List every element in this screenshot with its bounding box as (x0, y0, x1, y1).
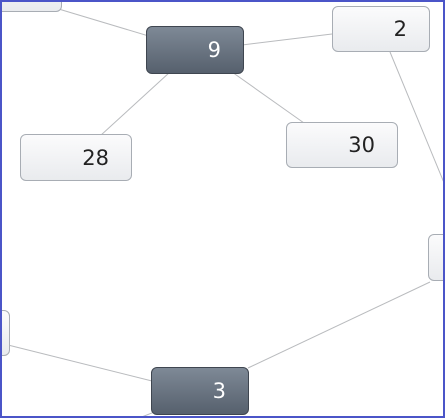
edge-9-30 (231, 71, 305, 124)
edge-9-2 (241, 33, 333, 46)
node-label: 30 (348, 133, 375, 157)
diagram-node-2[interactable]: 2 (332, 6, 430, 52)
diagram-node-right-edge[interactable] (428, 234, 443, 281)
diagram-node-top-left[interactable] (2, 2, 62, 12)
edge-right-3 (247, 281, 431, 369)
node-label: 2 (393, 17, 407, 41)
edge-9-28 (99, 71, 171, 137)
diagram-node-30[interactable]: 30 (286, 122, 398, 168)
edge-left-3 (7, 344, 153, 382)
node-label: 3 (212, 379, 226, 403)
diagram-node-9[interactable]: 9 (146, 26, 244, 74)
node-label: 28 (82, 145, 109, 170)
diagram-node-28[interactable]: 28 (20, 134, 132, 181)
edge-2-right (389, 51, 443, 182)
diagram-node-3[interactable]: 3 (151, 367, 249, 415)
diagram-node-left-edge[interactable] (2, 310, 10, 356)
edge-topleft-9 (41, 3, 163, 41)
node-label: 9 (207, 38, 221, 62)
